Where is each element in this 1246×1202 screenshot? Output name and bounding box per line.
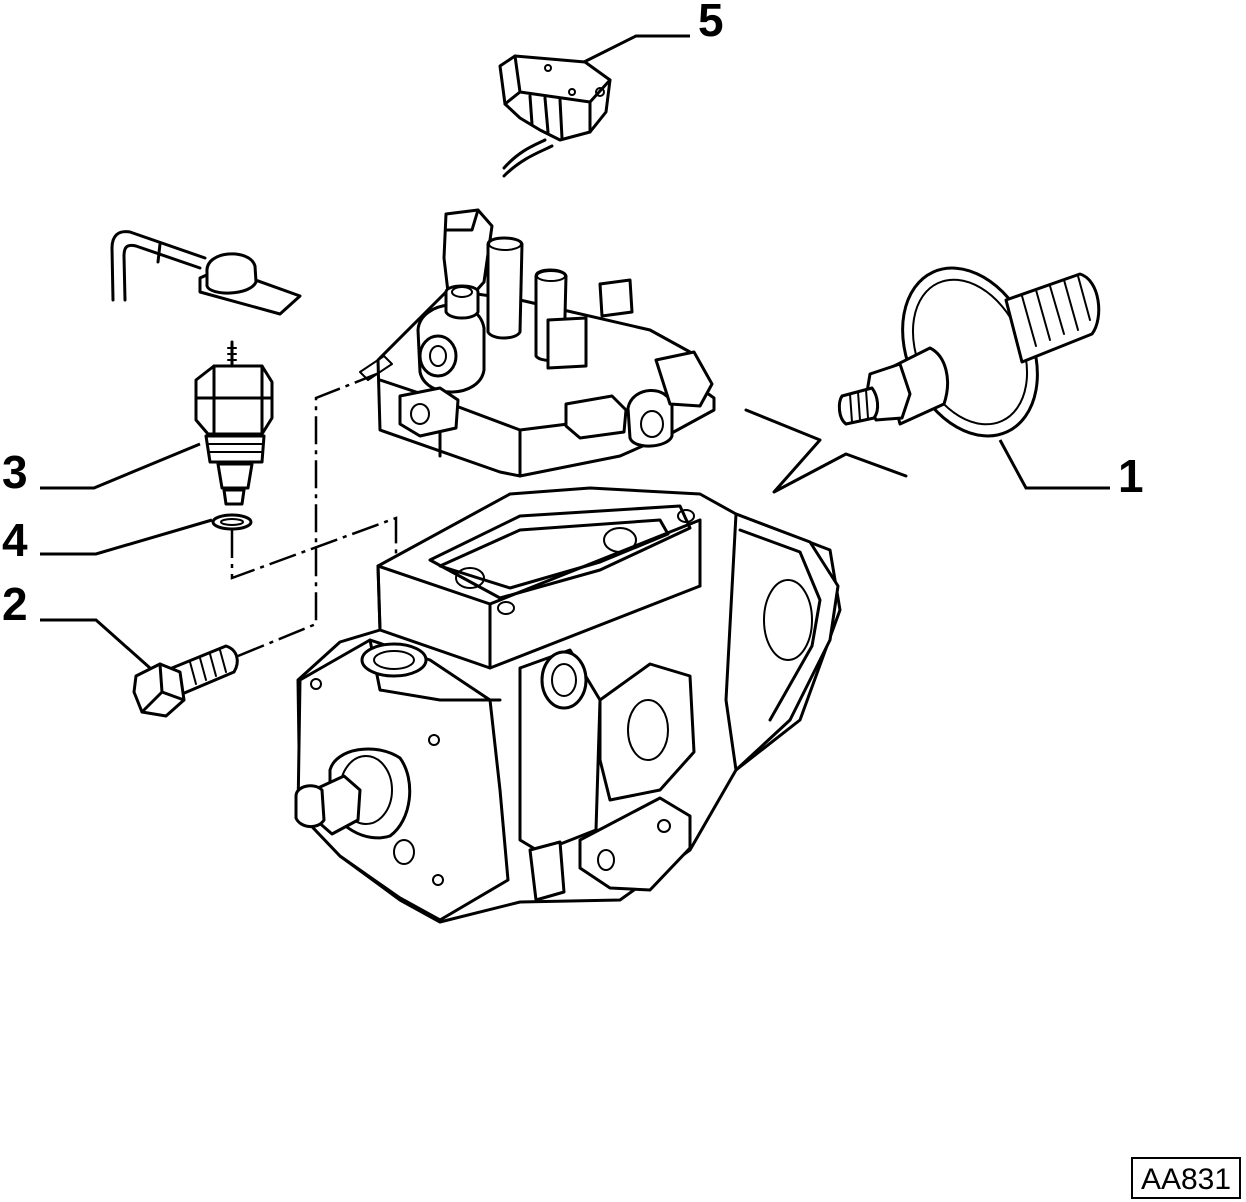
callout-4: 4 bbox=[2, 514, 28, 566]
callout-5: 5 bbox=[698, 0, 724, 46]
part-1-actuator bbox=[837, 266, 1101, 438]
callout-3: 3 bbox=[2, 446, 28, 498]
top-cover-assembly bbox=[359, 208, 716, 478]
leader-lines bbox=[40, 34, 1110, 670]
reference-arrow-mark bbox=[744, 408, 908, 494]
part-4-o-ring bbox=[211, 513, 253, 531]
pump-body bbox=[294, 486, 842, 924]
reference-code: AA831 bbox=[1141, 1163, 1231, 1196]
reference-code-box: AA831 bbox=[1131, 1157, 1241, 1199]
assembly-dashed-lines bbox=[230, 358, 413, 660]
part-2-bolt bbox=[132, 644, 239, 718]
part-3-sensor bbox=[194, 340, 274, 506]
wire-cap-assembly bbox=[110, 230, 302, 316]
part-5-connector bbox=[498, 54, 612, 178]
callout-2: 2 bbox=[2, 578, 28, 630]
callout-1: 1 bbox=[1118, 450, 1144, 502]
